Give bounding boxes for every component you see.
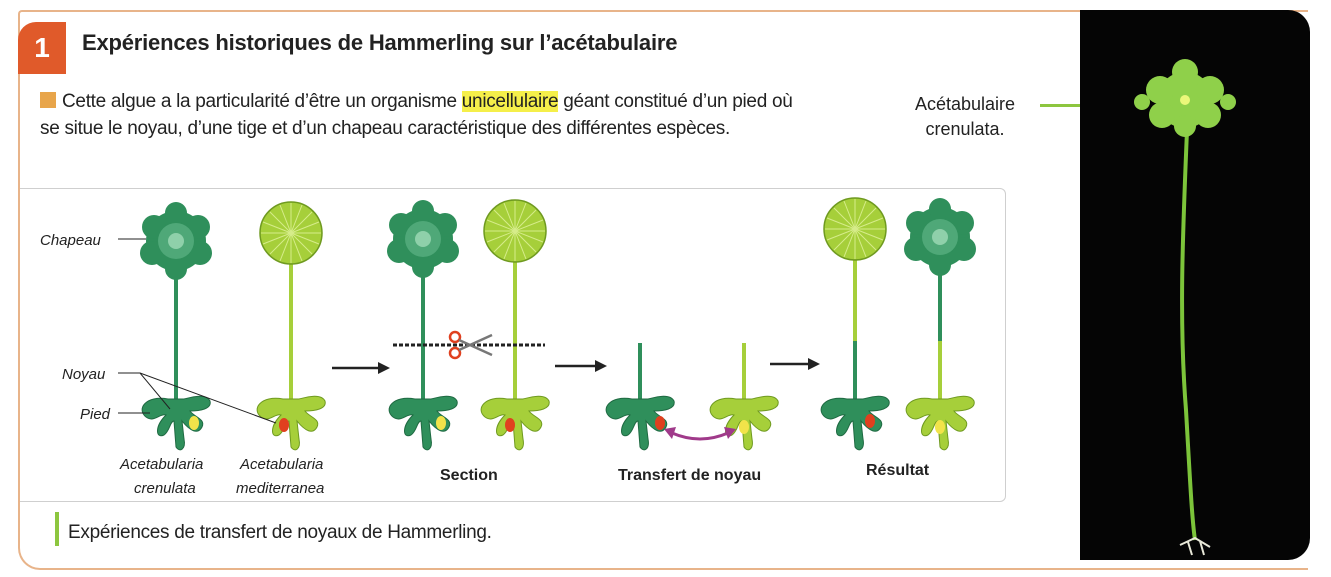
plants-transfer	[605, 343, 779, 451]
plants-result	[820, 197, 976, 451]
acetabularia-photo	[1080, 10, 1310, 560]
intro-paragraph: Cette algue a la particularité d’être un…	[40, 88, 800, 142]
transfer-arrow-icon	[664, 427, 736, 441]
nucleus-yellow	[189, 416, 199, 430]
bullet-square-icon	[40, 92, 56, 108]
stage-result: Résultat	[866, 462, 930, 479]
highlighted-term[interactable]: unicellulaire	[461, 91, 559, 112]
plant-mediterranea	[256, 201, 326, 451]
species-2-line1: Acetabularia	[239, 456, 323, 473]
label-pied: Pied	[80, 406, 111, 423]
section-number: 1	[18, 22, 66, 74]
diagram-illustration: Chapeau Noyau Pied Acetabularia crenulat…	[40, 197, 976, 497]
stage-section: Section	[440, 467, 498, 484]
document-frame	[18, 10, 1308, 570]
plant-crenulata	[140, 202, 212, 451]
photo-label-line2: crenulata.	[925, 119, 1005, 139]
figure-caption: Expériences de transfert de noyaux de Ha…	[68, 522, 492, 543]
hammerling-diagram: Chapeau Noyau Pied Acetabularia crenulat…	[20, 188, 1006, 502]
plants-section	[387, 199, 550, 451]
stage-transfer: Transfert de noyau	[618, 467, 761, 484]
photo-label-pointer	[1040, 104, 1080, 107]
intro-text-before: Cette algue a la particularité d’être un…	[62, 91, 462, 112]
caption-accent-bar	[55, 512, 59, 546]
label-chapeau: Chapeau	[40, 232, 102, 249]
species-2-line2: mediterranea	[236, 480, 324, 497]
arrow-icons	[332, 358, 820, 374]
label-noyau: Noyau	[62, 366, 106, 383]
page-title: Expériences historiques de Hammerling su…	[82, 30, 678, 55]
photo-label-line1: Acétabulaire	[914, 94, 1016, 114]
scissors-icon	[448, 330, 493, 360]
species-1-line2: crenulata	[134, 480, 196, 497]
species-1-line1: Acetabularia	[119, 456, 203, 473]
acetabularia-photo-image	[1134, 59, 1236, 556]
intro-text-after: géant constitué d’un pied où se situe le…	[40, 91, 793, 139]
photo-label: Acétabulaire crenulata.	[895, 92, 1035, 142]
nucleus-red	[279, 418, 289, 432]
